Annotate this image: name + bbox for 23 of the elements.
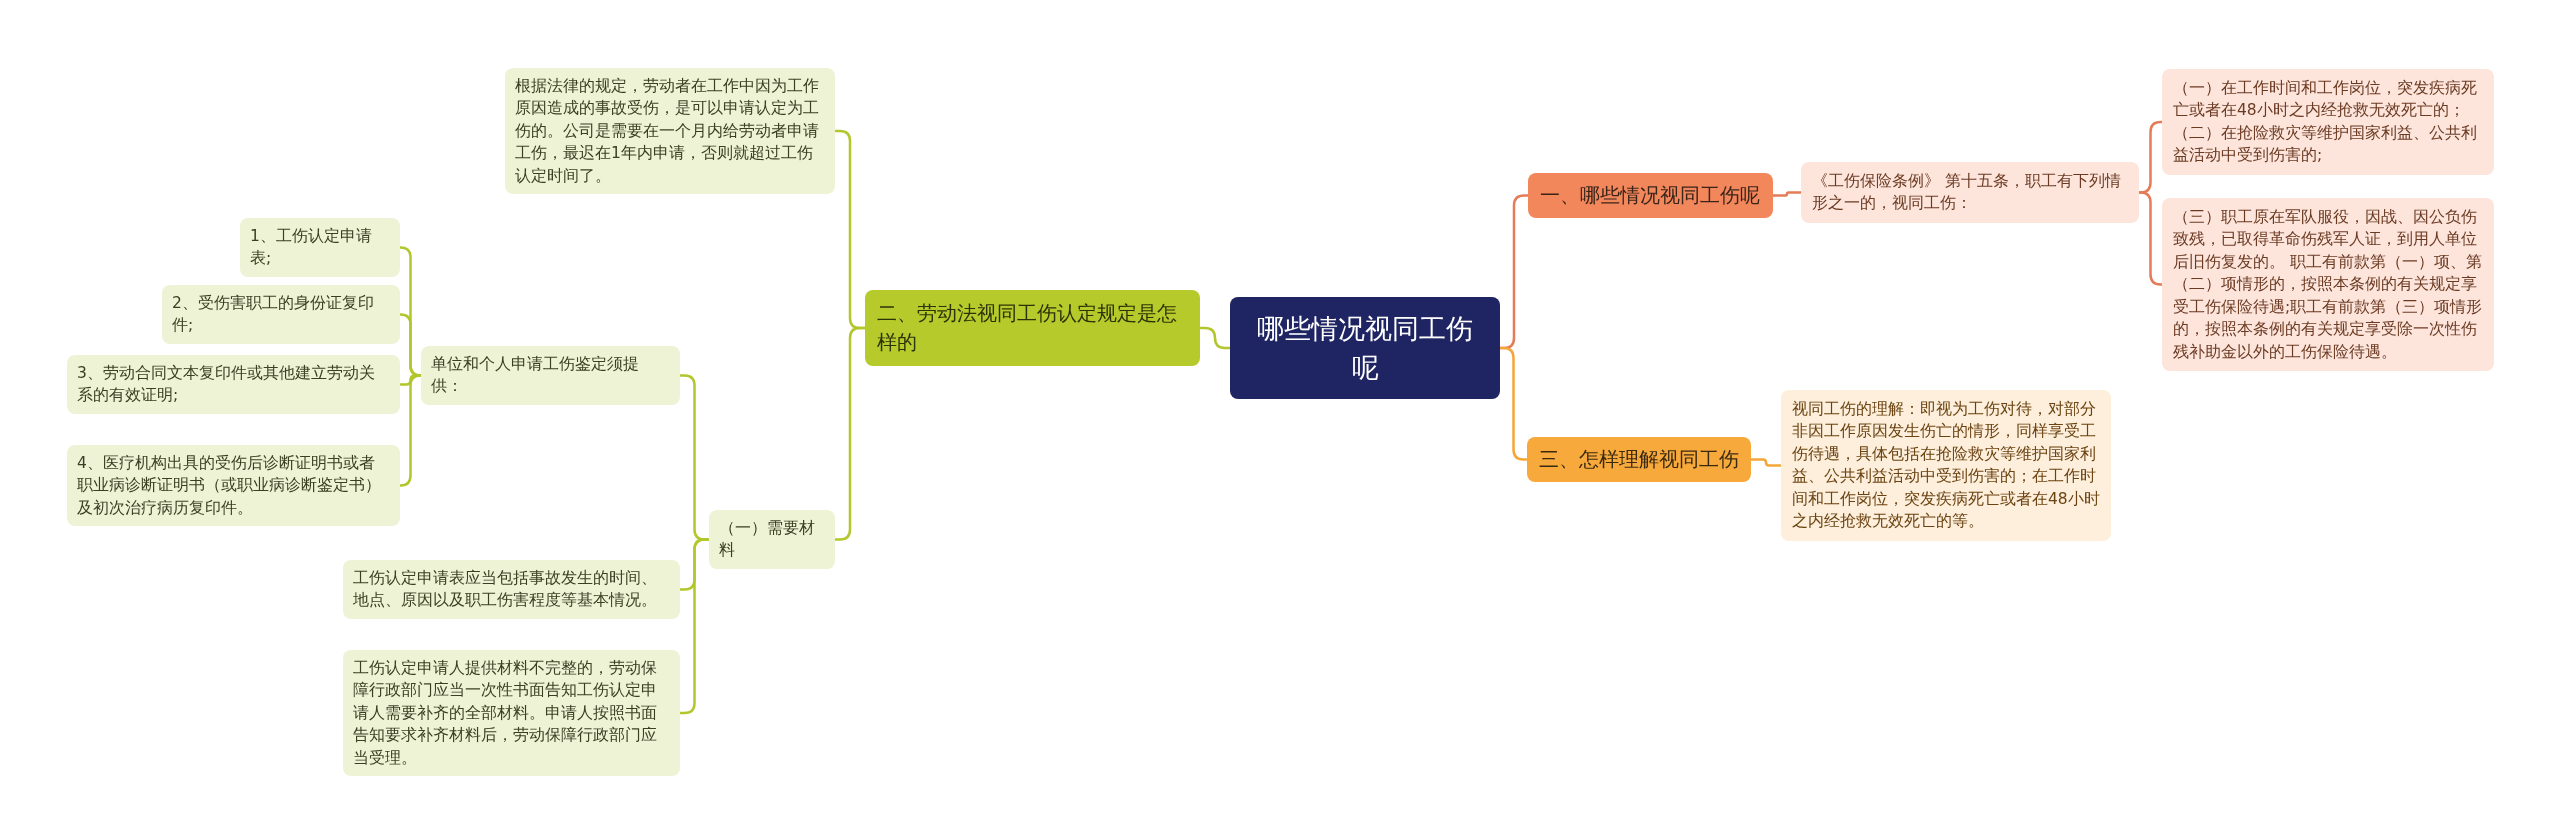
branch-topic-box: 二、劳动法视同工伤认定规定是怎样的 bbox=[865, 290, 1200, 366]
note-box: 4、医疗机构出具的受伤后诊断证明书或者职业病诊断证明书（或职业病诊断鉴定书）及初次治疗病历复印件。 bbox=[67, 445, 400, 527]
connector-line bbox=[1773, 191, 1801, 197]
note-box: 工伤认定申请表应当包括事故发生的时间、地点、原因以及职工伤害程度等基本情况。 bbox=[343, 560, 680, 619]
note-box: 视同工伤的理解：即视为工伤对待，对部分非因工作原因发生伤亡的情形，同样享受工伤待遇，具体包括在抢险救灾等维护国家利益、公共利益活动中受到伤害的；在工作时间和工作岗位，突发疾病死亡或者在48小时之内经抢救无效死亡的等。 bbox=[1781, 390, 2111, 541]
branch-topic-box: 三、怎样理解视同工伤 bbox=[1527, 437, 1751, 482]
note-box: （一）在工作时间和工作岗位，突发疾病死亡或者在48小时之内经抢救无效死亡的；（二）在抢险救灾等维护国家利益、公共利益活动中受到伤害的; bbox=[2162, 69, 2494, 175]
note-box: 3、劳动合同文本复印件或其他建立劳动关系的有效证明; bbox=[67, 355, 400, 414]
note-box: 工伤认定申请人提供材料不完整的，劳动保障行政部门应当一次性书面告知工伤认定申请人需要补齐的全部材料。申请人按照书面告知要求补齐材料后，劳动保障行政部门应当受理。 bbox=[343, 650, 680, 777]
note-box: （三）职工原在军队服役，因战、因公负伤致残，已取得革命伤残军人证，到用人单位后旧伤复发的。 职工有前款第（一）项、第（二）项情形的，按照本条例的有关规定享受工伤保险待遇;职工有前款第（三）项情形的，按照本条例的有关规定享受除一次性伤残补助金以外的工伤保险待遇。 bbox=[2162, 198, 2494, 372]
note-box: 《工伤保险条例》 第十五条，职工有下列情形之一的，视同工伤： bbox=[1801, 162, 2139, 223]
central-topic-box: 哪些情况视同工伤呢 bbox=[1230, 297, 1500, 400]
connector-line bbox=[1200, 326, 1230, 350]
connector-line bbox=[2138, 191, 2163, 286]
note-box: 单位和个人申请工伤鉴定须提供： bbox=[421, 346, 680, 405]
connector-line bbox=[399, 374, 422, 487]
note-box: 1、工伤认定申请表; bbox=[240, 218, 400, 277]
note-box: 2、受伤害职工的身份证复印件; bbox=[162, 285, 400, 344]
note-box: 根据法律的规定，劳动者在工作中因为工作原因造成的事故受伤，是可以申请认定为工伤的。公司是需要在一个月内给劳动者申请工伤，最迟在1年内申请，否则就超过工伤认定时间了。 bbox=[505, 68, 835, 195]
connector-line bbox=[1751, 458, 1781, 467]
branch-topic-box: 一、哪些情况视同工伤呢 bbox=[1528, 173, 1773, 218]
connector-line bbox=[400, 374, 421, 386]
note-box: （一）需要材料 bbox=[709, 510, 835, 569]
